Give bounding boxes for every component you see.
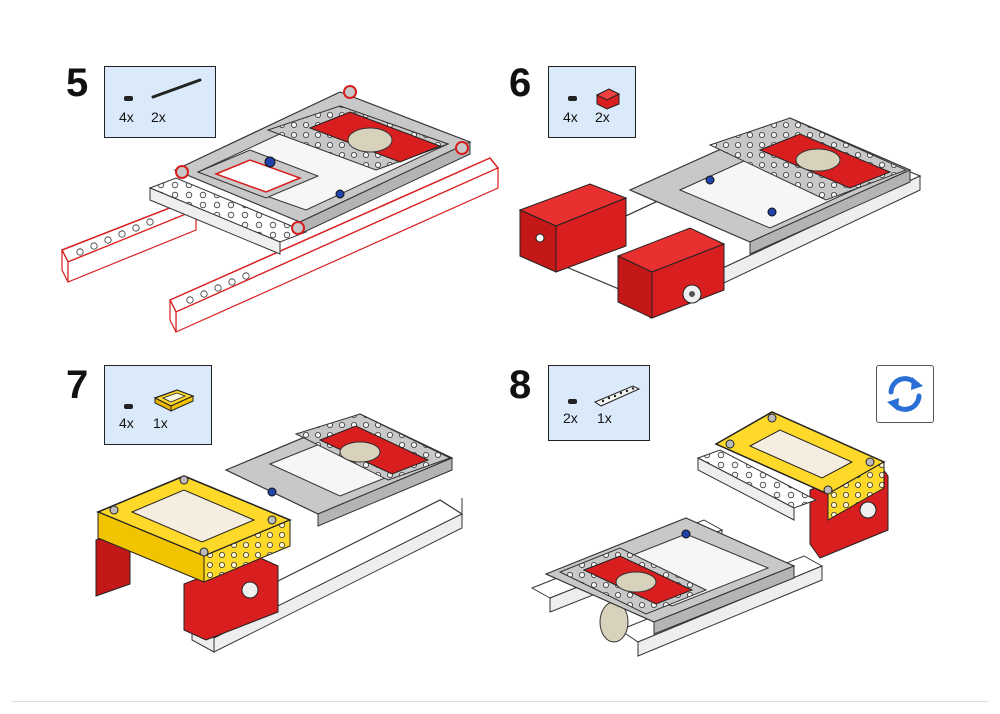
parts-icons bbox=[568, 385, 641, 407]
connector-peg-icon bbox=[124, 404, 133, 409]
step-6-model bbox=[518, 117, 922, 319]
parts-callout: 2x 1x bbox=[548, 365, 650, 441]
footer-divider bbox=[12, 701, 988, 702]
parts-callout: 4x 1x bbox=[104, 365, 212, 445]
parts-icons bbox=[568, 88, 621, 110]
part-quantity: 4x bbox=[563, 109, 578, 125]
step-5-model bbox=[60, 85, 500, 333]
part-quantity: 4x bbox=[119, 109, 134, 125]
step-number: 8 bbox=[509, 363, 532, 407]
red-motor-block-icon bbox=[595, 88, 621, 110]
parts-icons bbox=[124, 78, 202, 101]
part-quantity: 1x bbox=[153, 415, 168, 431]
rotate-arrows-icon bbox=[887, 376, 923, 412]
connector-peg-icon bbox=[124, 96, 133, 101]
part-quantity: 1x bbox=[597, 410, 612, 426]
connector-peg-icon bbox=[568, 96, 577, 101]
step-number: 7 bbox=[66, 363, 89, 407]
step-7-model bbox=[95, 413, 464, 653]
step-number: 6 bbox=[509, 61, 532, 105]
part-quantity: 2x bbox=[595, 109, 610, 125]
part-quantity: 2x bbox=[563, 410, 578, 426]
rotate-model-button[interactable] bbox=[876, 365, 934, 423]
parts-callout: 4x 2x bbox=[104, 66, 216, 138]
part-quantity: 2x bbox=[151, 109, 166, 125]
yellow-frame-icon bbox=[153, 389, 195, 412]
part-quantity: 4x bbox=[119, 415, 134, 431]
long-axle-icon bbox=[151, 78, 202, 99]
beam-icon bbox=[593, 385, 641, 407]
parts-callout: 4x 2x bbox=[548, 66, 636, 138]
step-8-model bbox=[530, 411, 889, 657]
connector-peg-icon bbox=[568, 399, 577, 404]
step-number: 5 bbox=[66, 61, 89, 105]
parts-icons bbox=[124, 389, 195, 412]
